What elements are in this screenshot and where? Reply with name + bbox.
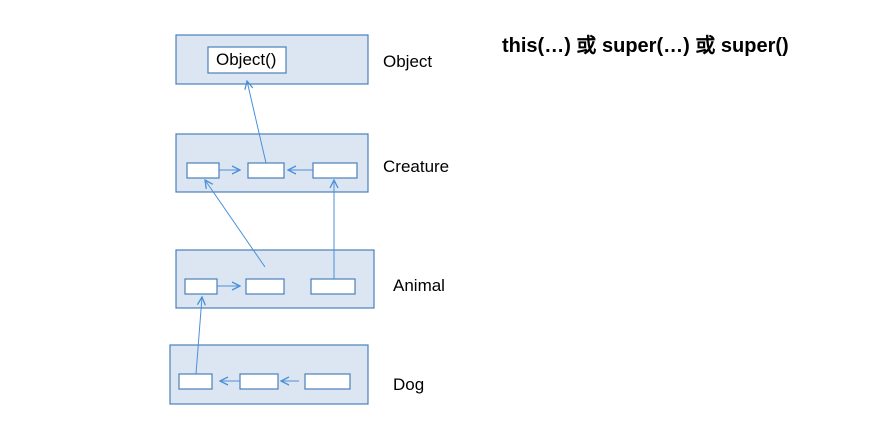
dog-constructor-box-2	[239, 373, 279, 390]
object-constructor-label: Object()	[216, 50, 277, 69]
object-class-label: Object	[383, 52, 433, 71]
animal-class-label: Animal	[393, 276, 445, 295]
arrow-creature-to-object	[247, 81, 267, 164]
animal-constructor-box-3	[310, 278, 356, 295]
creature-constructor-box-3	[312, 162, 358, 179]
constructor-call-heading: this(…) 或 super(…) 或 super()	[502, 35, 789, 57]
arrow-dog-to-animal	[195, 297, 202, 375]
creature-class-label: Creature	[383, 157, 450, 176]
animal-constructor-box-1	[184, 278, 218, 295]
creature-constructor-box-2	[247, 162, 285, 179]
creature-constructor-box-1	[186, 162, 220, 179]
arrow-animal-to-creature-1	[205, 180, 266, 268]
animal-constructor-box-2	[245, 278, 285, 295]
object-constructor-box	[207, 46, 287, 74]
dog-class-label: Dog	[393, 375, 425, 394]
dog-constructor-box-3	[304, 373, 351, 390]
dog-constructor-box-1	[178, 373, 213, 390]
